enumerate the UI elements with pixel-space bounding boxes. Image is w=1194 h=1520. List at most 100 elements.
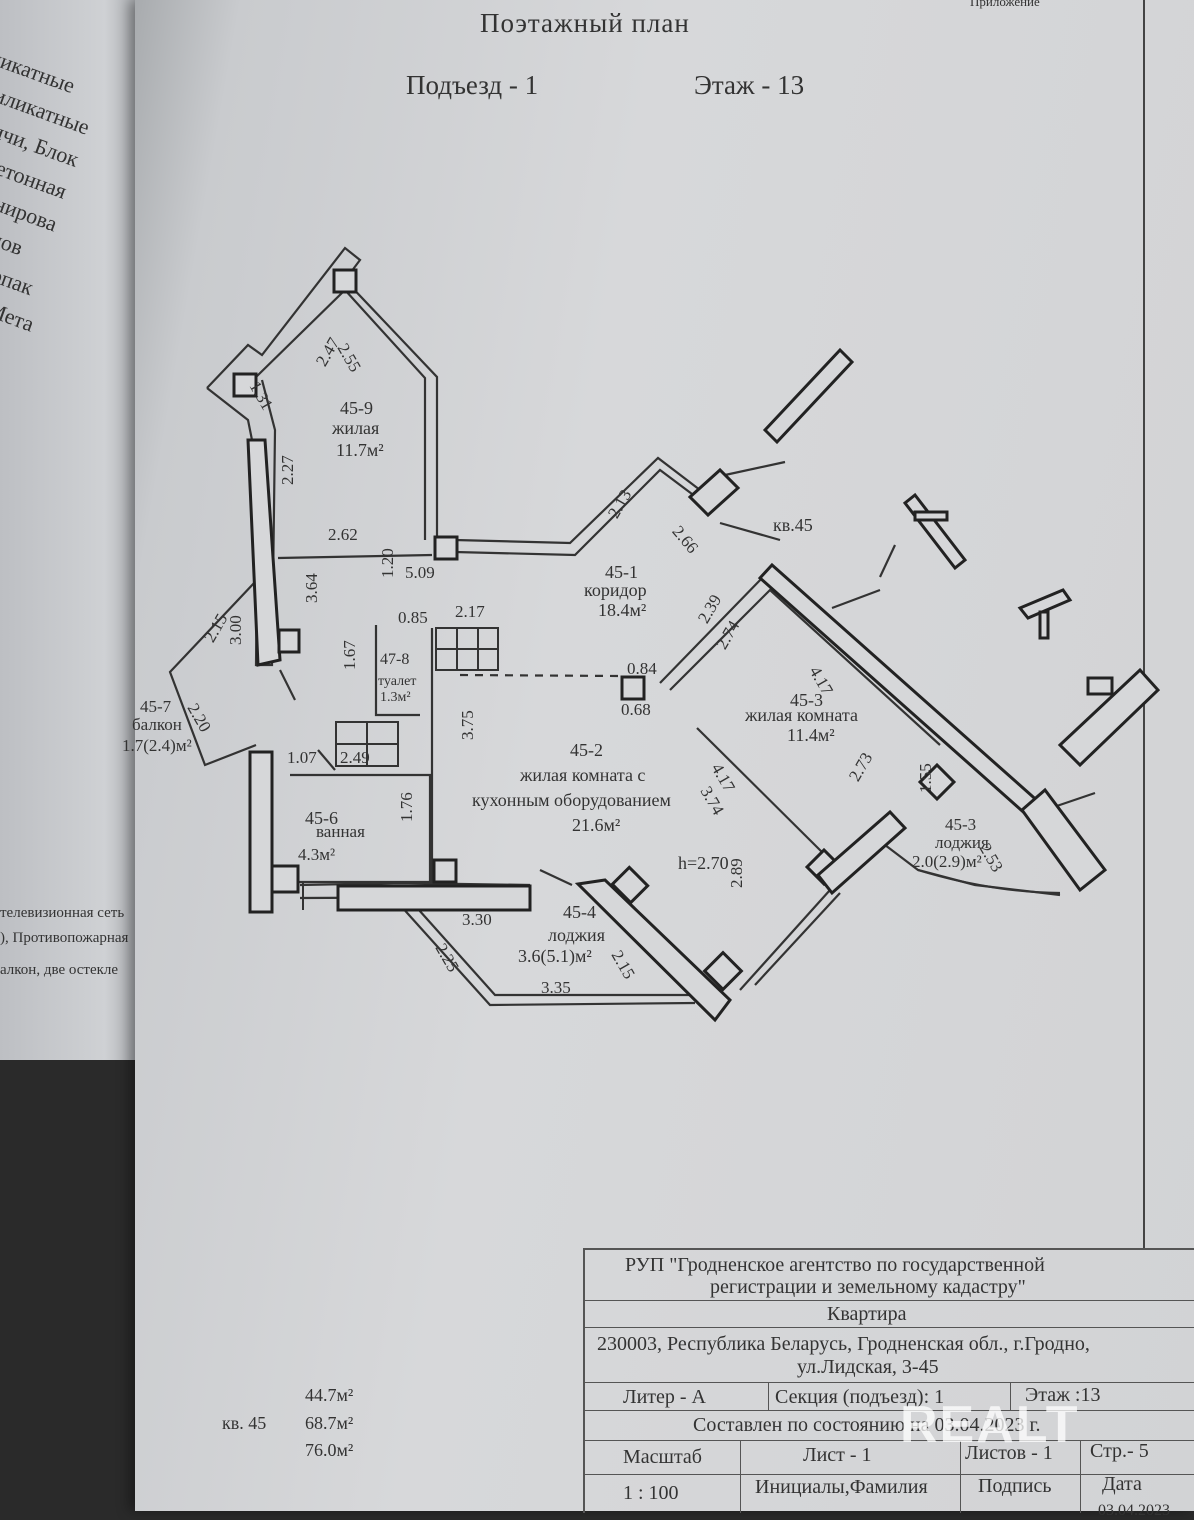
stamp-page: Стр.- 5 [1090,1440,1149,1462]
room-456-code: 45-6 [305,808,338,828]
stamp-initials: Инициалы,Фамилия [755,1476,928,1498]
dimension-label: 0.85 [398,608,428,627]
appendix-label: Приложение [970,0,1040,9]
room-459-type: жилая [332,418,380,438]
fragment-1 [762,347,855,445]
page-title: Поэтажный план [480,8,690,38]
dimension-label: 5.09 [405,563,435,582]
room-459-area: 11.7м² [336,440,384,460]
total-area-2: 68.7м² [305,1413,354,1433]
room-456-type: ванная [316,822,365,841]
left-page-note-2: ), Противопожарная [0,930,129,946]
left-page: газосиликатныеки газосиликатныеый, Кирпи… [0,0,150,1060]
dimension-label: 1.55 [916,763,935,793]
column-8 [702,950,744,992]
stamp-address-line1: 230003, Республика Беларусь, Гродненская… [597,1333,1090,1355]
column-12 [687,467,741,518]
wall-thick-loggia-right [1019,787,1108,893]
room-457-type: балкон [132,715,182,734]
wall-toilet [374,625,420,717]
dimension-label: 3.00 [226,615,245,645]
room-452-area: 21.6м² [572,815,621,835]
column-11 [917,762,957,802]
room-451-area: 18.4м² [598,600,647,620]
column-9 [610,865,650,905]
stamp-liter: Литер - А [623,1386,706,1408]
wall-459-inner [254,288,427,540]
dimension-label: 1.76 [397,792,416,822]
frame-right-line [1143,0,1145,1250]
leader-5 [279,669,296,701]
total-area-1: 44.7м² [305,1385,354,1405]
fragment-5 [1038,610,1050,640]
wall-454-right [739,889,831,991]
loggia-453-arc [917,868,1061,895]
stamp-org-line2: регистрации и земельному кадастру" [710,1276,1026,1298]
stamp-org-line1: РУП "Гродненское агентство по государств… [625,1254,1045,1276]
room-454-type: лоджия [548,925,605,945]
wall-459-outer [206,246,439,540]
wall-thick-left [246,438,282,667]
dimension-label: 0.68 [621,700,651,719]
wall-459-bottom [277,553,433,560]
total-area-3: 76.0м² [305,1440,354,1460]
wall-453-inner [669,588,941,746]
stamp-signature: Подпись [978,1475,1052,1497]
column-4 [277,628,301,654]
floor-label: Этаж - 13 [694,70,805,100]
wall-thick-bottom [336,884,532,912]
stamp-date-label: Дата [1102,1473,1142,1495]
stamp-object: Квартира [827,1303,907,1325]
room-478-code: 47-8 [380,651,410,668]
column-1 [232,372,258,398]
wall-corridor-top-inner [454,468,701,557]
room-451-code: 45-1 [605,562,638,582]
wall-thick-loggia [574,878,732,1023]
dimension-label: 2.27 [278,455,297,485]
room-454-code: 45-4 [563,902,596,922]
leader-6 [317,749,336,771]
room-478-area: 1.3м² [380,690,411,705]
column-3 [433,535,459,561]
leader-4 [539,869,573,886]
room-453-code: 45-3 [790,690,823,710]
room-459-code: 45-9 [340,398,373,418]
column-6 [432,858,458,884]
room-456-area: 4.3м² [298,845,336,864]
wall-thick-bath [248,750,274,914]
leader-7 [879,544,896,578]
dimension-label: 3.35 [541,978,571,997]
apartment-label: кв.45 [773,515,813,535]
stamp-sheets: Листов - 1 [965,1442,1053,1464]
fragment-7 [1086,676,1114,696]
column-5 [620,675,646,701]
stamp-sheet: Лист - 1 [803,1444,872,1466]
stamp-floor: Этаж :13 [1025,1384,1101,1406]
wall-corridor-top [454,456,701,545]
loggia-454-outline [399,904,696,1007]
room-453-type: жилая комната [745,705,858,725]
dimension-label: 2.89 [727,858,746,888]
stamp-scale-label: Масштаб [623,1446,702,1468]
room-478-type: туалет [378,674,417,689]
wall-kitchen-diag [696,727,831,861]
room-453-area: 11.4м² [787,725,835,745]
dimension-label: 2.62 [328,525,358,544]
column-7 [268,864,300,894]
entrance-label: Подъезд - 1 [406,70,539,100]
room-453l-type: лоджия [935,833,989,852]
dimension-label: 1.07 [287,748,317,767]
dimension-label: 0.84 [627,659,657,678]
room-451-type: коридор [584,580,647,600]
dashed-line [459,673,621,678]
dimension-label: 2.49 [340,748,370,767]
leader-kv45 [719,521,781,542]
title-block: РУП "Гродненское агентство по государств… [583,1248,1194,1519]
wall-454-right-inner [754,892,841,986]
room-454-area: 3.6(5.1)м² [518,946,592,966]
loggia-454-inner [409,899,690,997]
dimension-label: 3.75 [458,710,477,740]
dimension-label: 1.67 [340,640,359,670]
fragment-3 [913,510,949,522]
